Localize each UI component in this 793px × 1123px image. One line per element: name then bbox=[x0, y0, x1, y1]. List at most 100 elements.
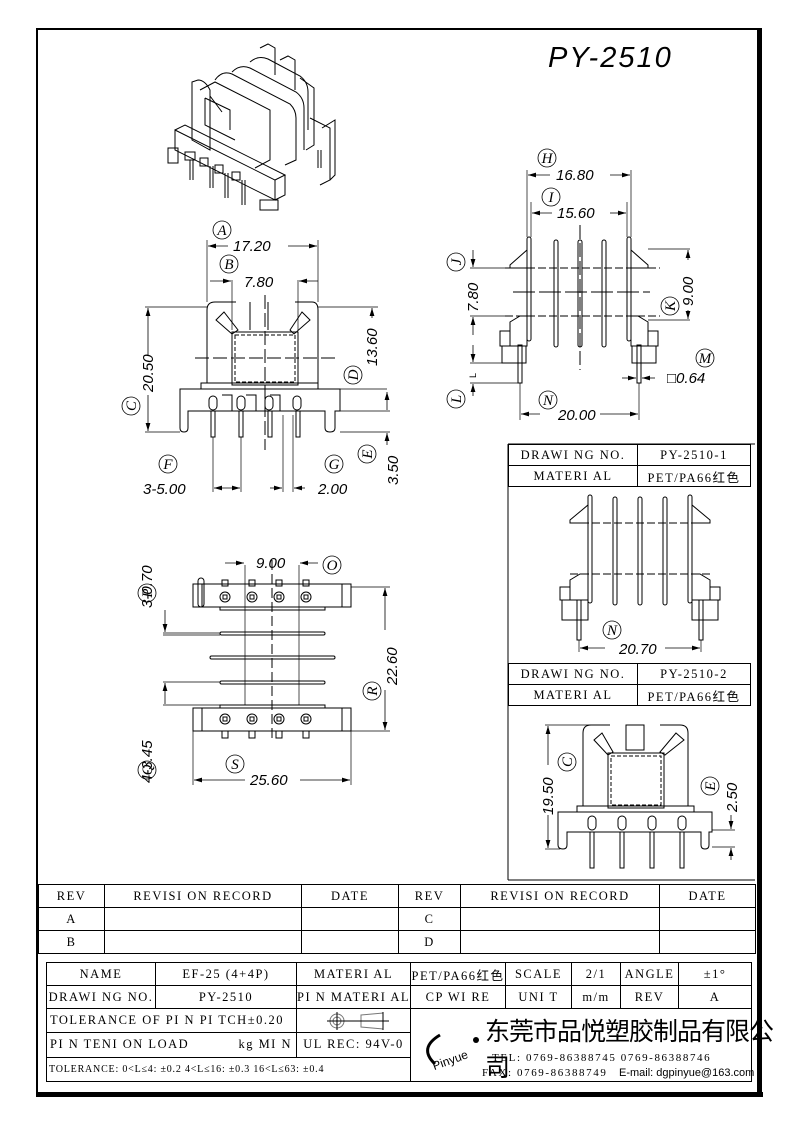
unit-label: UNI T bbox=[505, 985, 573, 1009]
variant2-view bbox=[545, 724, 735, 869]
isometric-view bbox=[167, 43, 336, 211]
rev-cell: A bbox=[38, 907, 105, 931]
label-q: Q bbox=[140, 764, 156, 775]
dimension-letters: A B C D E F G H I J K M L N O P Q R S N … bbox=[124, 151, 719, 792]
dim-g-value: 2.00 bbox=[317, 481, 348, 498]
label-r: R bbox=[365, 686, 381, 696]
date-header: DATE bbox=[301, 884, 399, 908]
variant1-drawing-no-label: DRAWI NG NO. bbox=[508, 444, 638, 466]
dim-l-value: L bbox=[468, 373, 478, 378]
pin-pitch-tolerance: TOLERANCE OF PI N PI TCH±0.20 bbox=[46, 1007, 297, 1034]
variant2-drawing-no-label: DRAWI NG NO. bbox=[508, 663, 638, 685]
dim-j-value: 7.80 bbox=[465, 282, 482, 312]
dim-c-value: 20.50 bbox=[140, 354, 157, 393]
revision-table: REV REVISI ON RECORD DATE REV REVISI ON … bbox=[38, 884, 756, 954]
label-m: M bbox=[698, 351, 713, 367]
label-h: H bbox=[541, 151, 554, 167]
variant2-dim-e-value: 2.50 bbox=[724, 782, 741, 813]
record-cell bbox=[460, 930, 660, 954]
variant1-dim-n-value: 20.70 bbox=[618, 641, 657, 658]
label-i: I bbox=[548, 190, 555, 206]
date-cell bbox=[301, 907, 399, 931]
revision-table-header: REV REVISI ON RECORD DATE REV REVISI ON … bbox=[38, 884, 756, 908]
name-label: NAME bbox=[46, 962, 156, 986]
pin-tension-label: PI N TENI ON LOAD bbox=[50, 1037, 190, 1052]
dimension-texts: 17.20 7.80 20.50 13.60 3.50 3-5.00 2.00 … bbox=[139, 167, 741, 815]
label-g: G bbox=[329, 457, 340, 473]
table-row: A C bbox=[38, 907, 756, 931]
dim-h-value: 16.80 bbox=[556, 167, 594, 184]
front-view bbox=[145, 240, 390, 492]
rev-value: A bbox=[678, 985, 752, 1009]
dim-q-value: 4-3.45 bbox=[139, 740, 156, 783]
label-s: S bbox=[231, 757, 239, 773]
label-f: F bbox=[162, 457, 173, 473]
label-o: O bbox=[327, 558, 338, 574]
variant2-material-label: MATERI AL bbox=[508, 684, 638, 706]
date-cell bbox=[659, 930, 756, 954]
revision-record-header-2: REVISI ON RECORD bbox=[460, 884, 660, 908]
rev-header: REV bbox=[38, 884, 105, 908]
ul-rec: UL REC: 94V-0 bbox=[295, 1032, 412, 1058]
pin-material-value: CP WI RE bbox=[410, 985, 507, 1009]
general-tolerance: TOLERANCE: 0<L≤4: ±0.2 4<L≤16: ±0.3 16<L… bbox=[45, 1056, 412, 1083]
revision-record-header: REVISI ON RECORD bbox=[104, 884, 302, 908]
material-value: PET/PA66红色 bbox=[410, 962, 507, 986]
drawing-no-label: DRAWI NG NO. bbox=[46, 985, 156, 1009]
variant2-material: PET/PA66红色 bbox=[637, 684, 751, 706]
unit-value: m/m bbox=[571, 985, 622, 1009]
drawing-no: PY-2510 bbox=[155, 985, 297, 1009]
variant1-drawing-no: PY-2510-1 bbox=[637, 444, 751, 466]
dim-o-value: 9.00 bbox=[256, 555, 286, 572]
dim-i-value: 15.60 bbox=[557, 205, 595, 222]
table-row: B D bbox=[38, 930, 756, 954]
company-tel: TEL: 0769-86388745 0769-86388746 bbox=[492, 1052, 712, 1064]
dim-a-value: 17.20 bbox=[233, 238, 271, 255]
angle-value: ±1° bbox=[678, 962, 752, 986]
label-d: D bbox=[346, 369, 362, 381]
label-e: E bbox=[360, 449, 376, 459]
dim-k-value: 9.00 bbox=[680, 276, 697, 306]
pin-tension-unit: kg MI N bbox=[238, 1037, 292, 1052]
variant1-label-n: N bbox=[606, 623, 618, 639]
drawing-title: PY-2510 bbox=[548, 42, 673, 74]
frame-border-bottom bbox=[36, 1092, 763, 1097]
variant2-label-c: C bbox=[560, 756, 576, 767]
dim-e-value: 3.50 bbox=[385, 455, 402, 485]
rev-cell: B bbox=[38, 930, 105, 954]
rev-cell: D bbox=[398, 930, 461, 954]
variant1-material-label: MATERI AL bbox=[508, 465, 638, 487]
scale-label: SCALE bbox=[505, 962, 573, 986]
variant2-dim-c-value: 19.50 bbox=[540, 777, 557, 815]
variant2-label-e: E bbox=[703, 781, 719, 791]
rev-header-2: REV bbox=[398, 884, 461, 908]
label-n: N bbox=[542, 393, 554, 409]
record-cell bbox=[104, 907, 302, 931]
label-l: L bbox=[449, 395, 465, 404]
dim-d-value: 13.60 bbox=[364, 328, 381, 366]
dim-b-value: 7.80 bbox=[244, 274, 274, 291]
pin-material-label: PI N MATERI AL bbox=[295, 985, 412, 1009]
variant2-drawing-no: PY-2510-2 bbox=[637, 663, 751, 685]
company-name: 东莞市品悦塑胶制品有限公司 bbox=[485, 1017, 774, 1082]
variant1-material: PET/PA66红色 bbox=[637, 465, 751, 487]
angle-label: ANGLE bbox=[620, 962, 680, 986]
frame-border-right bbox=[757, 28, 762, 1096]
company-block bbox=[410, 1008, 752, 1082]
dim-p-value: 3-0.70 bbox=[139, 565, 156, 608]
pin-tension-cell: PI N TENI ON LOAD kg MI N bbox=[46, 1032, 297, 1058]
date-cell bbox=[301, 930, 399, 954]
third-angle-projection-icon bbox=[326, 1011, 389, 1030]
rev-cell: C bbox=[398, 907, 461, 931]
dim-f-value: 3-5.00 bbox=[143, 481, 186, 498]
rev-label: REV bbox=[620, 985, 680, 1009]
date-cell bbox=[659, 907, 756, 931]
label-k: K bbox=[663, 300, 679, 312]
company-email: E-mail: dgpinyue@163.com bbox=[619, 1067, 755, 1079]
variant1-view bbox=[559, 494, 721, 652]
record-cell bbox=[104, 930, 302, 954]
label-a: A bbox=[216, 223, 227, 239]
company-fax: FAX: 0769-86388749 bbox=[482, 1067, 608, 1079]
variant2-info-table: DRAWI NG NO. PY-2510-2 MATERI AL PET/PA6… bbox=[508, 663, 751, 706]
